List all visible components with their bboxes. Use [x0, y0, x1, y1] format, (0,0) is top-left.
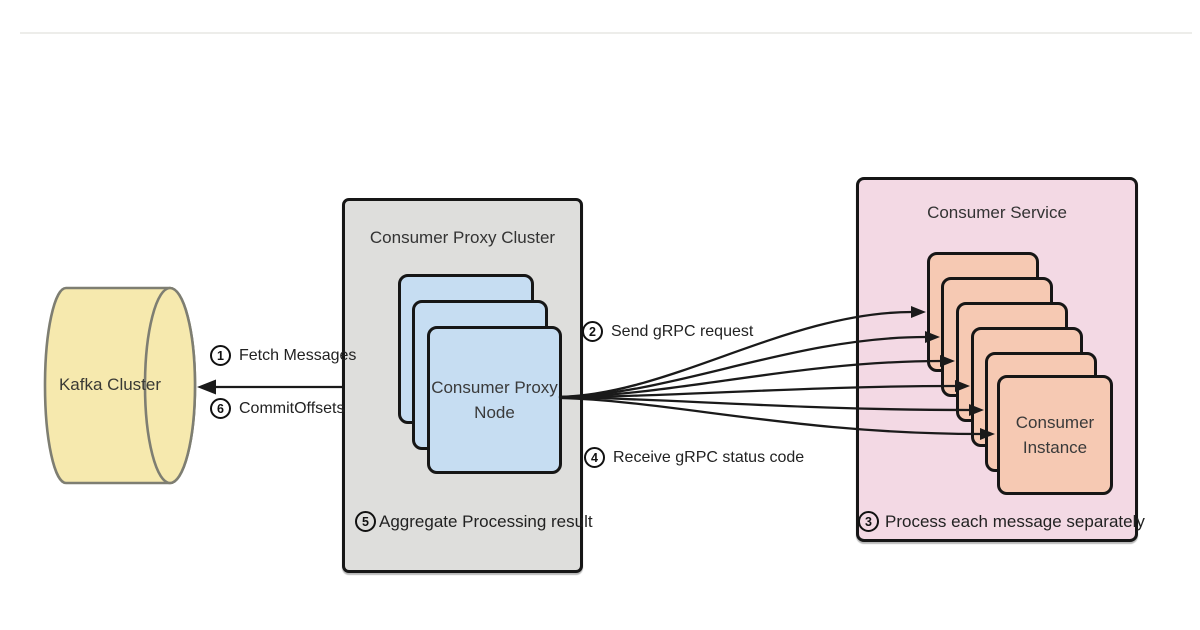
step3-number: 3 [865, 514, 872, 529]
consumer-service-title: Consumer Service [927, 203, 1067, 222]
step1-number: 1 [217, 348, 224, 363]
step3-number-badge: 3 [858, 511, 879, 532]
step5-number: 5 [362, 514, 369, 529]
step4-number: 4 [591, 450, 598, 465]
step6-label: 6 CommitOffsets [210, 398, 345, 419]
step2-number: 2 [589, 324, 596, 339]
step5-text: Aggregate Processing result [379, 511, 593, 531]
step1-label: 1 Fetch Messages [210, 345, 356, 366]
step5-label: 5 Aggregate Processing result [355, 511, 593, 532]
step4-label: 4 Receive gRPC status code [584, 447, 804, 468]
step4-number-badge: 4 [584, 447, 605, 468]
divider-line [20, 32, 1192, 34]
consumer-instance-card-front: Consumer Instance [997, 375, 1113, 495]
consumer-proxy-cluster-title: Consumer Proxy Cluster [369, 228, 556, 247]
arrowhead-left-icon [197, 379, 216, 395]
step2-text: Send gRPC request [611, 322, 754, 340]
consumer-instance-label-line1: Consumer [1015, 413, 1095, 432]
consumer-proxy-node-label-line1: Consumer Proxy [431, 378, 558, 397]
fetch-commit-arrow [197, 379, 342, 395]
step6-text: CommitOffsets [239, 399, 345, 417]
step3-text: Process each message separately [885, 511, 1145, 531]
step1-number-badge: 1 [210, 345, 231, 366]
kafka-cluster-label: Kafka Cluster [58, 375, 162, 394]
step1-text: Fetch Messages [239, 346, 357, 364]
step2-number-badge: 2 [582, 321, 603, 342]
consumer-instance-label-line2: Instance [1022, 438, 1088, 457]
step6-number: 6 [217, 401, 224, 416]
consumer-proxy-node-card-front: Consumer Proxy Node [427, 326, 562, 474]
step5-number-badge: 5 [355, 511, 376, 532]
step4-text: Receive gRPC status code [613, 448, 805, 466]
step6-number-badge: 6 [210, 398, 231, 419]
step2-label: 2 Send gRPC request [582, 321, 753, 342]
step3-label: 3 Process each message separately [858, 511, 1145, 532]
consumer-proxy-node-label-line2: Node [474, 403, 515, 422]
